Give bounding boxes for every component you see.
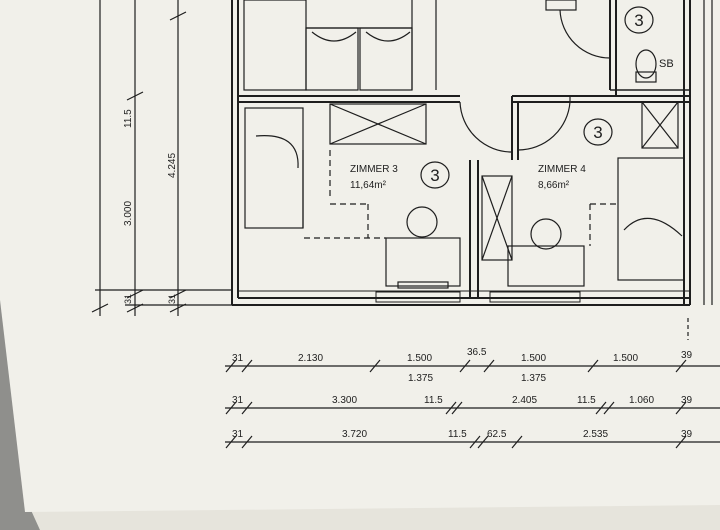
dim-row-1-sub-1: 1.375 xyxy=(408,373,433,384)
dim-row-2-val-6: 1.060 xyxy=(629,395,654,406)
dim-row-1-val-3: 1.500 xyxy=(407,353,432,364)
room-marker-text-zimmer-4: 3 xyxy=(593,123,602,142)
room-marker-text-upper: 3 xyxy=(634,11,643,30)
door-arc-zimmer-3 xyxy=(459,101,513,153)
dim-row-1-val-1: 31 xyxy=(232,353,244,364)
desk-zimmer-4 xyxy=(507,245,585,287)
wardrobe-zimmer-4 xyxy=(481,175,513,261)
room-area-zimmer-3: 11,64m² xyxy=(350,180,387,191)
room-area-zimmer-4: 8,66m² xyxy=(538,180,570,191)
vdim-e: 31 xyxy=(167,294,177,304)
dim-row-2-val-2: 3.300 xyxy=(332,395,357,406)
dim-row-3-val-3: 11.5 xyxy=(448,429,467,440)
drawing-lines xyxy=(91,0,720,449)
room-marker-upper xyxy=(624,6,654,34)
wardrobe-zimmer-3 xyxy=(329,103,427,145)
window-zimmer-4 xyxy=(489,291,581,303)
dim-row-2-val-5: 11.5 xyxy=(577,395,596,406)
dim-row-1-val-2: 2.130 xyxy=(298,353,323,364)
vdim-c: 4.245 xyxy=(167,153,178,178)
bed-zimmer-4 xyxy=(617,157,685,281)
dim-row-2-val-4: 2.405 xyxy=(512,395,537,406)
dim-row-3-val-5: 2.535 xyxy=(583,429,608,440)
room-marker-text-zimmer-3: 3 xyxy=(430,166,439,185)
chair-zimmer-4 xyxy=(530,218,562,250)
dim-row-1-val-6: 1.500 xyxy=(613,353,638,364)
room-name-zimmer-4: ZIMMER 4 xyxy=(538,164,586,175)
chair-zimmer-3 xyxy=(406,206,438,238)
toilet-fixture xyxy=(635,49,657,79)
dim-row-1-sub-2: 1.375 xyxy=(521,373,546,384)
dim-row-2-val-1: 31 xyxy=(232,395,244,406)
door-arc-upper xyxy=(559,9,611,59)
fixture-label: SB xyxy=(659,58,674,70)
room-marker-zimmer-4 xyxy=(583,118,613,146)
wardrobe-right xyxy=(641,101,679,149)
dim-row-2-val-3: 11.5 xyxy=(424,395,443,406)
room-name-zimmer-3: ZIMMER 3 xyxy=(350,164,398,175)
window-zimmer-3 xyxy=(375,291,461,303)
dim-row-1-val-5: 1.500 xyxy=(521,353,546,364)
dim-row-1-val-7: 39 xyxy=(681,350,693,361)
desk-zimmer-3 xyxy=(385,237,461,287)
dim-row-2-val-7: 39 xyxy=(681,395,693,406)
vdim-a: 11.5 xyxy=(123,109,134,128)
dim-row-1-val-4: 36.5 xyxy=(467,347,487,358)
vdim-d: 31 xyxy=(123,294,133,304)
dim-row-3-val-4: 62.5 xyxy=(487,429,507,440)
paper-sheet xyxy=(0,0,720,512)
vdim-b: 3.000 xyxy=(123,201,134,226)
dim-row-3-val-1: 31 xyxy=(232,429,244,440)
dim-row-3-val-2: 3.720 xyxy=(342,429,367,440)
dim-row-3-val-6: 39 xyxy=(681,429,693,440)
door-arc-zimmer-4 xyxy=(517,101,571,151)
room-marker-zimmer-3 xyxy=(420,161,450,189)
